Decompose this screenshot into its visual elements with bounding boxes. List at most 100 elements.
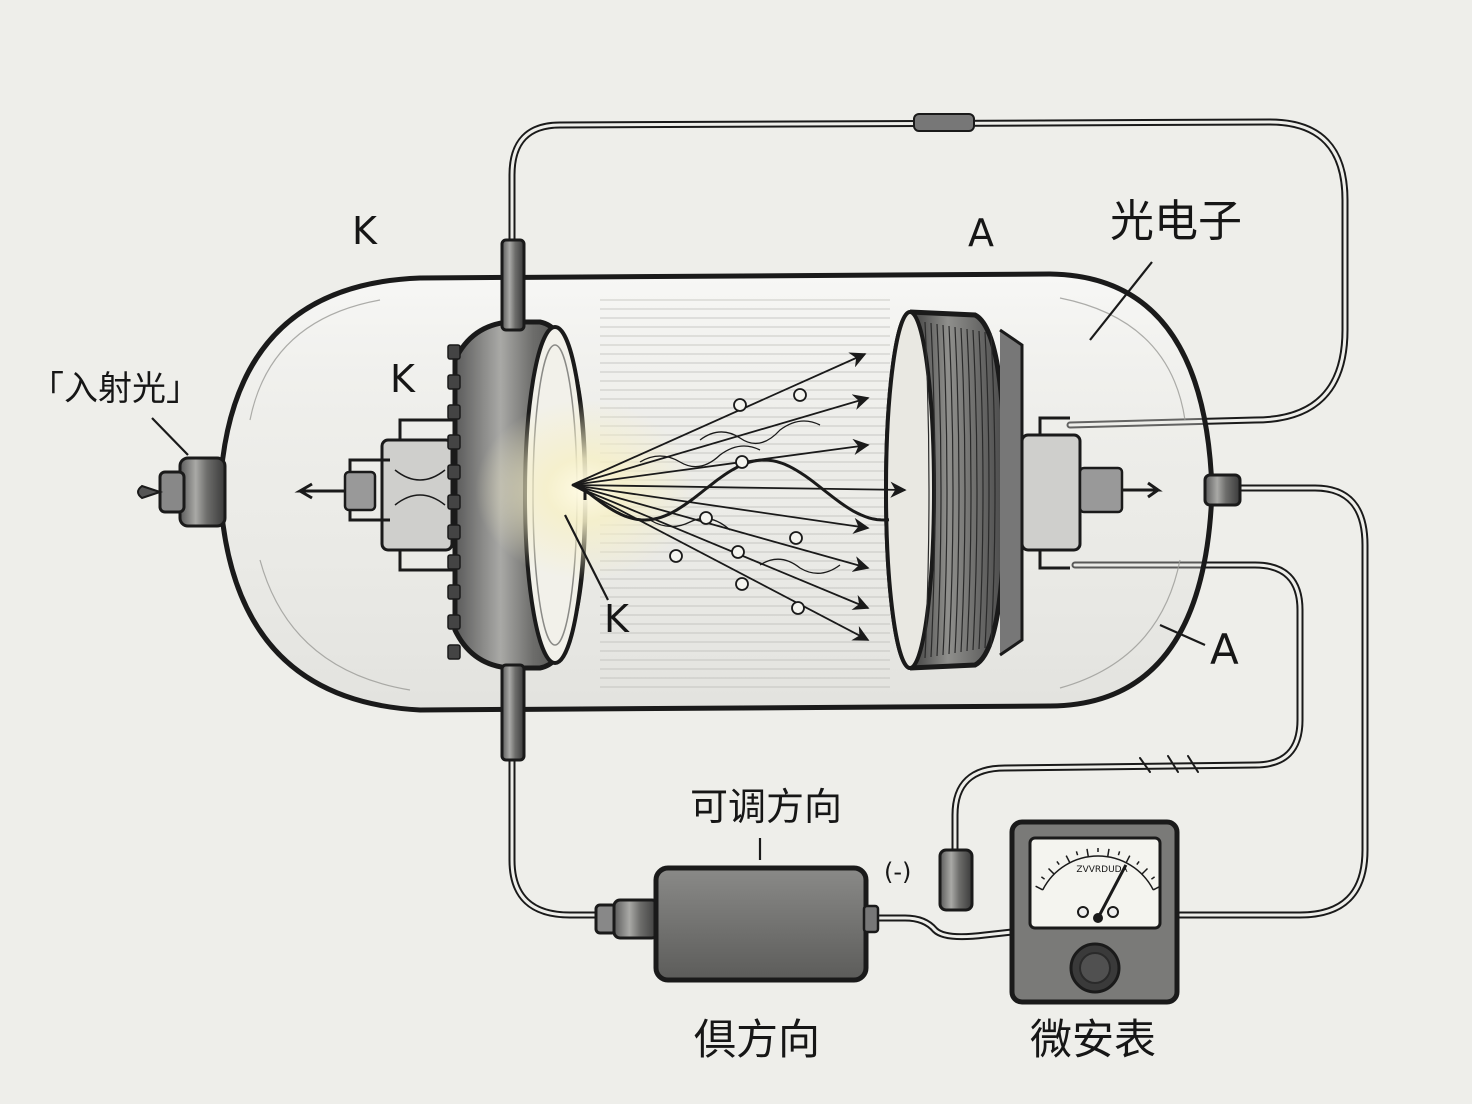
label-top-k: K: [352, 209, 378, 253]
leader-anode: [1159, 623, 1206, 647]
meter-plug: [938, 848, 974, 912]
cathode-stud: [447, 554, 461, 570]
anode-band: [942, 324, 948, 656]
label-adjustable-direction: 可调方向: [690, 785, 842, 829]
meter-tick: [1035, 885, 1044, 891]
meter-arc: [1042, 855, 1154, 891]
anode-band: [990, 332, 996, 648]
meter-brand: ZVVRDUDA: [1076, 865, 1128, 875]
electron: [731, 545, 745, 559]
label-polarity: (-): [884, 858, 911, 886]
photoelectron-arrow: [571, 352, 867, 486]
electron-trail: [649, 517, 731, 531]
light-inlet-tip: [137, 484, 164, 500]
cathode-stud: [447, 464, 461, 480]
meter-tick: [1040, 876, 1046, 880]
electron: [733, 398, 747, 412]
electron: [789, 531, 803, 545]
cathode-stud: [447, 374, 461, 390]
wire-cathode-to-supply: [508, 696, 614, 919]
cathode-top-terminal: [500, 238, 526, 332]
label-leaders: [151, 261, 1206, 860]
electron-trail: [759, 558, 841, 574]
anode-band: [966, 328, 972, 652]
vacuum-tube: [137, 238, 1242, 762]
meter-tick: [1047, 867, 1055, 875]
anode-band: [930, 322, 936, 658]
leader-photoelectron: [1089, 261, 1153, 341]
photoelectron-arrow: [571, 484, 870, 534]
supply-box: [653, 865, 869, 983]
cathode-stud: [447, 494, 461, 510]
anode-disc: [884, 309, 1024, 671]
photoelectron-arrow: [571, 484, 870, 641]
adjustable-supply: [594, 865, 880, 983]
light-wave: [583, 458, 890, 522]
anode-band: [954, 326, 960, 654]
meter-needle: [1096, 864, 1128, 919]
leader-incident-light: [151, 417, 189, 456]
glass-shading: [249, 297, 1186, 691]
meter-tick: [1152, 885, 1161, 891]
meter-tick: [1056, 860, 1060, 866]
photoelectron-arrow: [571, 481, 907, 498]
meter-tick: [1065, 855, 1071, 864]
label-cathode-upper: K: [390, 357, 416, 401]
meter-tick: [1106, 848, 1110, 857]
cathode-pin: [294, 482, 345, 500]
meter-tick: [1075, 851, 1079, 856]
anode-band: [936, 323, 942, 657]
electron-trail: [699, 420, 821, 445]
electron: [699, 511, 713, 525]
meter-tick: [1141, 867, 1149, 875]
electron: [735, 455, 749, 469]
cathode-stud: [447, 644, 461, 660]
circuit-wires: [508, 113, 1369, 941]
meter-tick: [1117, 851, 1121, 856]
electron: [735, 577, 749, 591]
label-anode-right: A: [1210, 625, 1239, 674]
photoelectron-arrow: [571, 484, 870, 572]
cathode-stud: [447, 404, 461, 420]
meter-tick: [1150, 876, 1156, 880]
photoelectron-arrow: [571, 394, 870, 486]
anode-pin: [1122, 481, 1163, 499]
electron-trail: [639, 445, 761, 468]
meter-tick: [1086, 848, 1090, 857]
anode-band: [948, 325, 954, 655]
cathode-mount: [294, 418, 455, 572]
label-photoelectron: 光电子: [1110, 196, 1242, 247]
label-reverse-direction: 倶方向: [694, 1015, 820, 1064]
electron: [791, 601, 805, 615]
leader-cathode: [564, 514, 609, 601]
electron: [669, 549, 683, 563]
cathode-stud: [447, 524, 461, 540]
anode-band: [972, 329, 978, 651]
cathode-stud: [447, 614, 461, 630]
photoelectron-arrow: [571, 484, 870, 610]
photoelectron-rays: [571, 352, 907, 641]
cathode-bottom-terminal: [500, 663, 526, 762]
electrons: [669, 388, 807, 615]
label-cathode-lower: K: [604, 597, 630, 641]
right-neck: [1203, 473, 1242, 507]
anode-band: [960, 327, 966, 653]
cathode-stud: [447, 584, 461, 600]
top-wire-connector: [913, 113, 975, 132]
cathode-stud: [447, 344, 461, 360]
meter-tick: [1125, 855, 1131, 864]
anode-band: [984, 331, 990, 649]
anode-band: [924, 321, 930, 659]
label-top-a: A: [968, 211, 994, 255]
anode-mount: [1020, 416, 1163, 570]
label-microammeter: 微安表: [1030, 1015, 1156, 1064]
electron: [793, 388, 807, 402]
meter-tick: [1136, 860, 1140, 866]
label-incident-light: 「入射光」: [30, 369, 200, 409]
cathode-stud: [447, 434, 461, 450]
labels: K A 光电子 「入射光」 K K A 可调方向 (-) 倶方向 微安表: [30, 196, 1242, 1064]
left-neck: [178, 456, 227, 528]
photoelectron-arrow: [571, 438, 870, 486]
